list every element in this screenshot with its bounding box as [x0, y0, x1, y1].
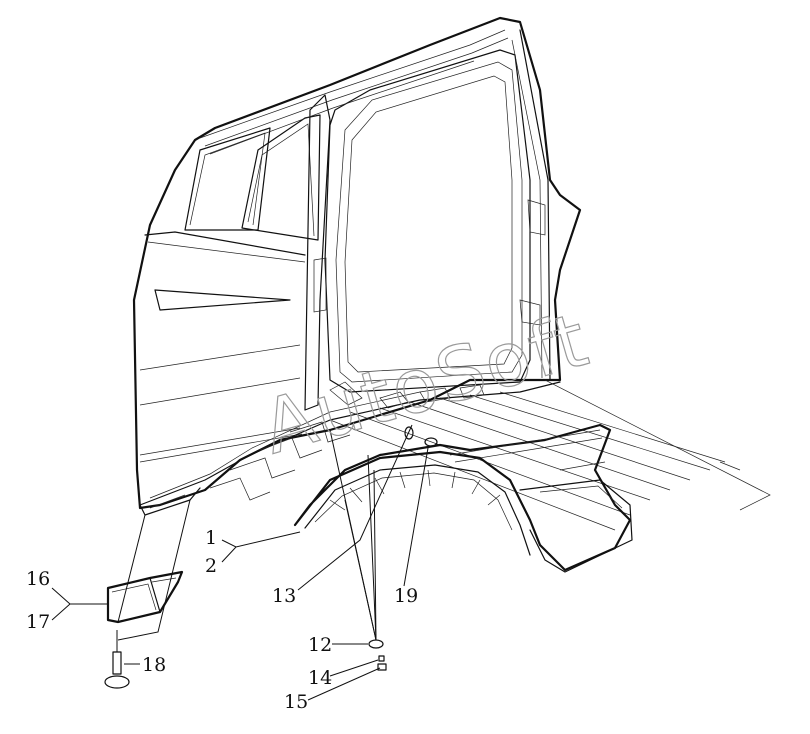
- callout-labels: 1 2 12 13 14 15 16 17 18 19: [26, 527, 418, 713]
- callout-2: 2: [205, 555, 217, 577]
- callout-12: 12: [308, 634, 332, 656]
- callout-14: 14: [308, 667, 332, 689]
- fastener-stack: [368, 426, 438, 671]
- wheel-arch-liner: [293, 423, 633, 573]
- callout-1: 1: [205, 527, 217, 549]
- corner-bracket: [106, 499, 191, 641]
- callout-13: 13: [272, 585, 296, 607]
- callout-19: 19: [394, 585, 418, 607]
- watermark-text: AutoSoft: [254, 297, 599, 472]
- callout-16: 16: [26, 568, 50, 590]
- callout-18: 18: [142, 654, 166, 676]
- push-rivet: [104, 630, 130, 689]
- leader-lines: [51, 424, 429, 701]
- callout-17: 17: [26, 611, 50, 633]
- callout-15: 15: [284, 691, 308, 713]
